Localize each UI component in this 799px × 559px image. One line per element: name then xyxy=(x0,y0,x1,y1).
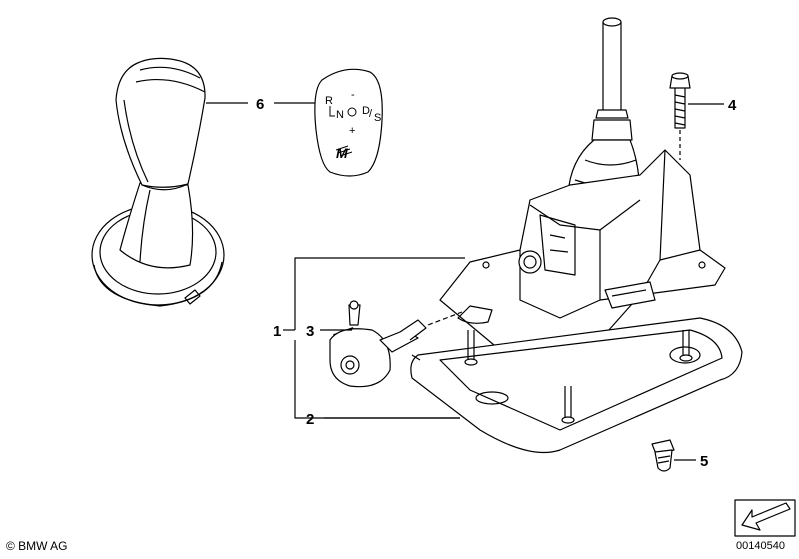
shift-s-label: S xyxy=(374,112,381,124)
shift-d-label: D xyxy=(362,105,370,117)
shift-minus-label: - xyxy=(351,89,355,101)
m-emblem-stripes xyxy=(335,145,353,157)
bolt-part xyxy=(669,72,691,129)
shift-plus-label: + xyxy=(349,125,355,137)
copyright-text: © BMW AG xyxy=(6,539,68,553)
m-emblem-logo: M xyxy=(336,145,348,161)
shift-gate-line xyxy=(329,106,335,117)
callout-6: 6 xyxy=(256,96,264,113)
shift-r-label: R xyxy=(325,95,333,107)
shift-slash-label: / xyxy=(369,108,373,120)
plate-edge xyxy=(411,354,421,361)
callout-1: 1 xyxy=(273,323,281,340)
knob-insert xyxy=(314,68,383,177)
base-plate-part xyxy=(410,317,743,454)
gear-knob-part xyxy=(91,57,225,307)
shift-pattern: R N - + D / S M xyxy=(325,89,381,161)
callout-2: 2 xyxy=(306,411,314,428)
callout-5: 5 xyxy=(700,453,708,470)
callout-4: 4 xyxy=(728,97,737,114)
document-number: 00140540 xyxy=(736,540,785,552)
shift-lever-assembly xyxy=(439,17,726,361)
shift-center-icon xyxy=(347,107,357,117)
sensor-part xyxy=(329,300,427,388)
shift-n-label: N xyxy=(336,109,344,121)
bracket-line-1 xyxy=(294,257,465,330)
orientation-arrow-icon xyxy=(734,499,796,537)
dash-line-3 xyxy=(427,311,463,326)
clip-nut-part xyxy=(651,439,675,472)
callout-3: 3 xyxy=(306,323,314,340)
